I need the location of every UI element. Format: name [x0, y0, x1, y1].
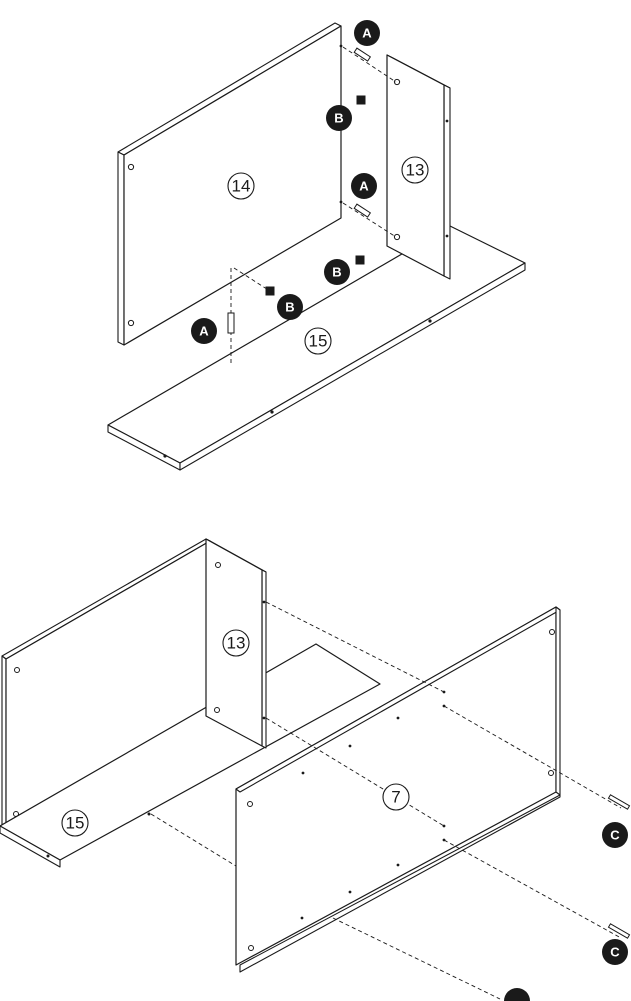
badge-letter: C [610, 945, 620, 960]
guide-line [233, 267, 271, 292]
step-2-bottom-assembly: 13 15 7 C C [0, 538, 631, 1001]
step-1-top-assembly: 14 13 15 A B A B B [107, 20, 526, 471]
badge-b: B [277, 294, 303, 320]
badge-letter: A [199, 324, 209, 339]
badge-a: A [191, 318, 217, 344]
panel-15-bottom [0, 643, 381, 868]
guide-line [342, 202, 397, 238]
part-label-14: 14 [227, 172, 255, 200]
dowel-icon [353, 47, 372, 62]
badge-a: A [351, 173, 377, 199]
badge-a: A [354, 20, 380, 46]
guide-line [332, 917, 501, 1000]
panel-13-top [386, 54, 451, 280]
badge-letter: C [610, 828, 620, 843]
part-label-15: 15 [304, 327, 332, 355]
badge-letter: B [332, 265, 341, 280]
guide-line [443, 839, 622, 939]
part-label-15: 15 [61, 809, 89, 837]
part-number: 15 [66, 814, 85, 833]
part-number: 14 [232, 177, 251, 196]
part-number: 7 [391, 788, 400, 807]
guide-line [265, 601, 445, 693]
badge-letter: B [334, 111, 343, 126]
part-number: 15 [309, 332, 328, 351]
part-label-7: 7 [382, 783, 410, 811]
cam-bolt-icon [265, 286, 275, 296]
dowel-icon [353, 203, 372, 218]
badge-letter: A [359, 179, 369, 194]
cam-bolt-icon [355, 255, 365, 265]
dowel-icon [227, 312, 235, 334]
part-label-13: 13 [401, 156, 429, 184]
guide-line [443, 705, 622, 809]
badge-letter: B [285, 300, 294, 315]
badge-c: C [602, 939, 628, 965]
screw-icon [607, 923, 631, 939]
part-label-13: 13 [222, 629, 250, 657]
part-number: 13 [227, 634, 246, 653]
badge-b: B [326, 105, 352, 131]
guide-line [342, 46, 397, 83]
badge-b: B [324, 259, 350, 285]
badge-c: C [602, 822, 628, 848]
part-number: 13 [406, 161, 425, 180]
badge-c [504, 988, 530, 1001]
screw-icon [607, 794, 631, 810]
cam-bolt-icon [356, 95, 366, 105]
guide-line [150, 813, 237, 867]
badge-letter: A [362, 26, 372, 41]
